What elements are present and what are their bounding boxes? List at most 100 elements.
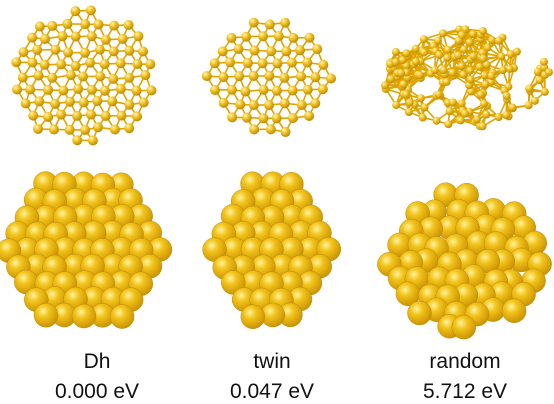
twin-ball-and-stick [201,17,337,138]
dh-atom [87,135,98,146]
twin-atom [218,72,229,83]
dh-atom [92,95,103,106]
random-atom [533,67,542,76]
random-atom [461,25,470,34]
random-atom [438,29,447,38]
random-atom [494,36,503,45]
dh-atoms [11,5,157,146]
dh-atom [100,34,111,45]
random-atom [448,68,457,77]
dh-atom [12,84,23,95]
random-atom [506,50,515,59]
twin-atom [310,72,321,83]
panel-3-energy: 5.712 eV [422,380,508,403]
dh-atom [116,110,127,121]
dh-atom [72,110,83,121]
random-atom [404,108,413,117]
twin-atom [280,17,291,28]
dh-atom [93,122,104,133]
random-atom [439,66,448,75]
random-atom [396,69,405,78]
twin-atom [273,31,284,42]
random-sphere [501,298,527,323]
dh-atom [115,83,126,94]
twin-atom [296,100,307,111]
dh-atom [100,111,111,122]
dh-atom [124,72,135,83]
random-atom [480,71,489,80]
random-atom [457,62,466,71]
random-atom [386,74,395,83]
random-atom [418,113,427,122]
dh-atom [33,123,44,134]
random-atom [502,111,511,120]
random-atom [445,107,454,116]
random-atom [525,84,534,93]
dh-atom [50,98,61,109]
dh-atom [56,59,67,70]
dh-atom [32,44,43,55]
dh-atom [70,60,81,71]
dh-atom [99,59,110,70]
random-atom [482,60,491,69]
twin-atom [226,32,237,43]
twin-atom [201,71,212,82]
dh-atom [86,84,97,95]
space-filling-row [0,171,552,340]
random-atom [482,110,491,119]
twin-atom [248,71,259,82]
random-sphere [451,314,477,340]
twin-atom [302,84,313,95]
twin-atom [302,57,313,68]
random-atom [391,48,400,57]
random-atoms [381,25,553,131]
dh-atom [146,85,157,96]
random-atom [469,52,478,61]
dh-atom [57,31,68,42]
twin-atom [209,58,220,69]
dh-atom [28,110,39,121]
dh-atom [34,96,45,107]
random-atom [535,76,544,85]
dh-atom [25,84,36,95]
random-atom [461,109,470,118]
dh-atom [108,46,119,57]
random-atom [505,64,514,73]
twin-atom [271,85,282,96]
random-atom [502,91,511,100]
twin-atom [304,32,315,43]
random-atom [402,90,411,99]
random-space-filling [377,182,552,340]
dh-atom [43,112,54,123]
dh-atom [43,84,54,95]
dh-atom [109,124,120,135]
panel-3-name: random [429,350,501,373]
twin-atom [242,57,253,68]
twin-atom [326,73,337,84]
random-ball-and-stick [381,25,553,131]
twin-atom [317,84,328,95]
dh-atom [131,85,142,96]
dh-atom [80,124,91,135]
twin-atom [241,112,252,123]
dh-atom [138,97,149,108]
twin-atom [266,46,277,57]
twin-atom [279,98,290,109]
twin-atom [295,45,306,56]
dh-atom [72,135,83,146]
twin-atom [210,85,221,96]
random-atom [478,26,487,35]
random-atom [444,120,453,129]
random-atom [457,31,466,40]
dh-atom [33,70,44,81]
random-atom [402,49,411,58]
twin-atom [257,58,268,69]
random-atom [411,44,420,53]
random-atom [539,57,548,66]
random-atom [459,45,468,54]
panel-2-name: twin [253,350,291,373]
dh-atom [58,85,69,96]
twin-atom [258,84,269,95]
random-atom [392,101,401,110]
